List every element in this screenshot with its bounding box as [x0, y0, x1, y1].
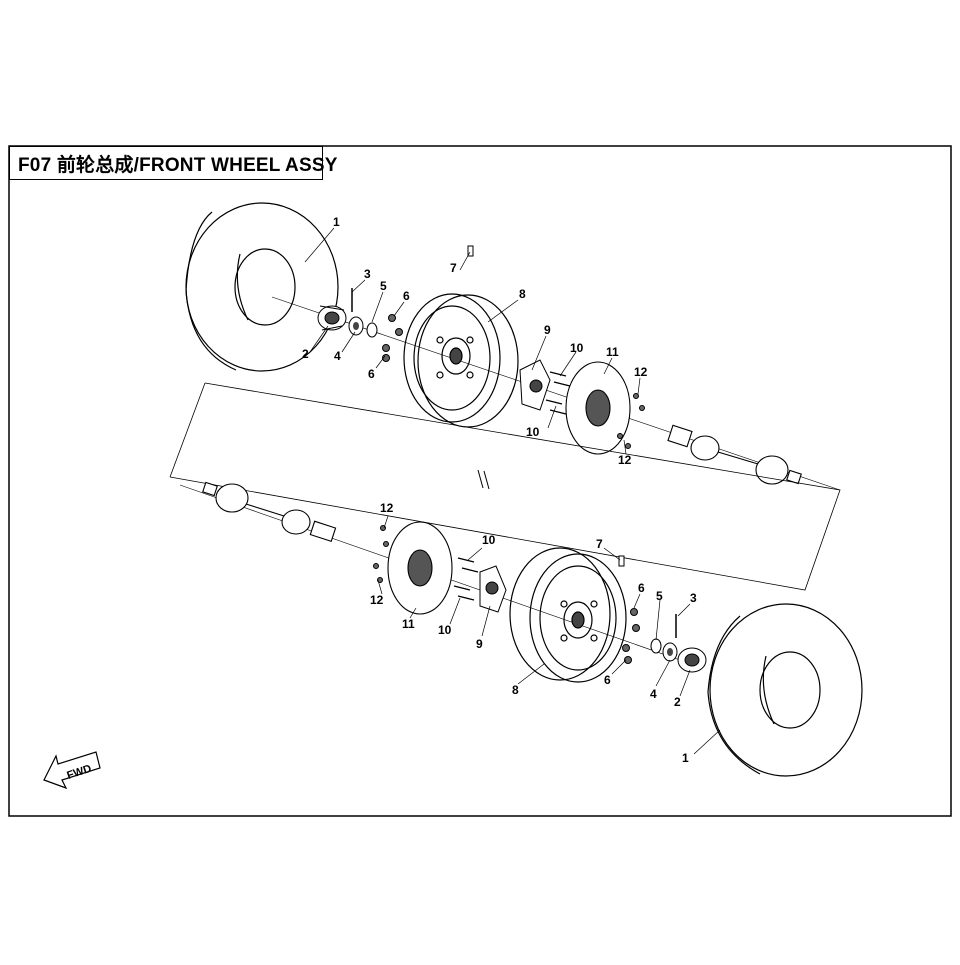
callout-top-6a: 6	[403, 289, 410, 303]
washer-bottom	[650, 638, 662, 654]
callout-top-11: 11	[606, 345, 619, 359]
valve-top	[467, 245, 474, 257]
nuts-bottom	[622, 608, 640, 664]
leader-lines	[304, 227, 721, 755]
callout-top-7: 7	[450, 261, 457, 275]
bolts-bottom	[453, 557, 479, 601]
callouts-bottom: 12 12 11 10 10 9 8 7 6 6 5 4 3 2 1	[370, 501, 697, 765]
bearing-top-inner	[353, 322, 359, 330]
callout-bottom-4: 4	[650, 687, 657, 701]
rim-top	[403, 293, 519, 428]
hub-top	[317, 305, 347, 331]
disc-bolts-bottom	[373, 525, 389, 583]
break-mark-a	[477, 469, 484, 489]
callout-top-12a: 12	[634, 365, 648, 379]
callout-top-8: 8	[519, 287, 526, 301]
disc-bolts-top	[617, 393, 645, 449]
connector-outline	[169, 382, 841, 591]
callout-bottom-6a: 6	[638, 581, 645, 595]
callout-bottom-1: 1	[682, 751, 689, 765]
fwd-arrow-icon	[43, 751, 101, 790]
callout-bottom-3: 3	[690, 591, 697, 605]
callout-bottom-12b: 12	[370, 593, 384, 607]
drive-shaft-top	[667, 424, 802, 485]
brake-disc-bottom	[387, 521, 453, 615]
outer-border	[8, 145, 952, 817]
callout-bottom-10b: 10	[482, 533, 496, 547]
callout-bottom-9: 9	[476, 637, 483, 651]
valve-bottom	[618, 555, 625, 567]
hub-bottom	[677, 647, 707, 673]
callout-bottom-5: 5	[656, 589, 663, 603]
callout-bottom-7: 7	[596, 537, 603, 551]
callout-top-4: 4	[334, 349, 341, 363]
tire-top	[185, 202, 339, 372]
bolts-top	[545, 371, 571, 415]
nuts-top	[382, 314, 403, 362]
callout-bottom-10a: 10	[438, 623, 452, 637]
callouts-top: 1 2 3 4 5 6 6 7 8 9 10 10 11 12 12	[302, 215, 648, 467]
page-title: F07 前轮总成/FRONT WHEEL ASSY	[18, 155, 338, 176]
hub-flange-bottom	[479, 565, 507, 613]
hub-flange-top	[519, 359, 551, 411]
callout-top-10b: 10	[526, 425, 540, 439]
callout-top-2: 2	[302, 347, 309, 361]
callout-bottom-11: 11	[402, 617, 415, 631]
drive-shaft-bottom	[202, 481, 337, 543]
callout-bottom-2: 2	[674, 695, 681, 709]
washer-top	[366, 322, 378, 338]
bearing-bottom-inner	[667, 648, 673, 656]
title-box	[9, 146, 323, 180]
callout-top-10a: 10	[570, 341, 584, 355]
callout-bottom-6b: 6	[604, 673, 611, 687]
callout-bottom-8: 8	[512, 683, 519, 697]
callout-top-3: 3	[364, 267, 371, 281]
callout-top-9: 9	[544, 323, 551, 337]
callout-top-6b: 6	[368, 367, 375, 381]
callout-top-12b: 12	[618, 453, 632, 467]
brake-disc-top	[565, 361, 631, 455]
tire-bottom	[707, 603, 863, 777]
callout-top-1: 1	[333, 215, 340, 229]
callout-bottom-12a: 12	[380, 501, 394, 515]
callout-top-5: 5	[380, 279, 387, 293]
rim-bottom	[509, 547, 627, 683]
break-mark-b	[483, 470, 490, 490]
